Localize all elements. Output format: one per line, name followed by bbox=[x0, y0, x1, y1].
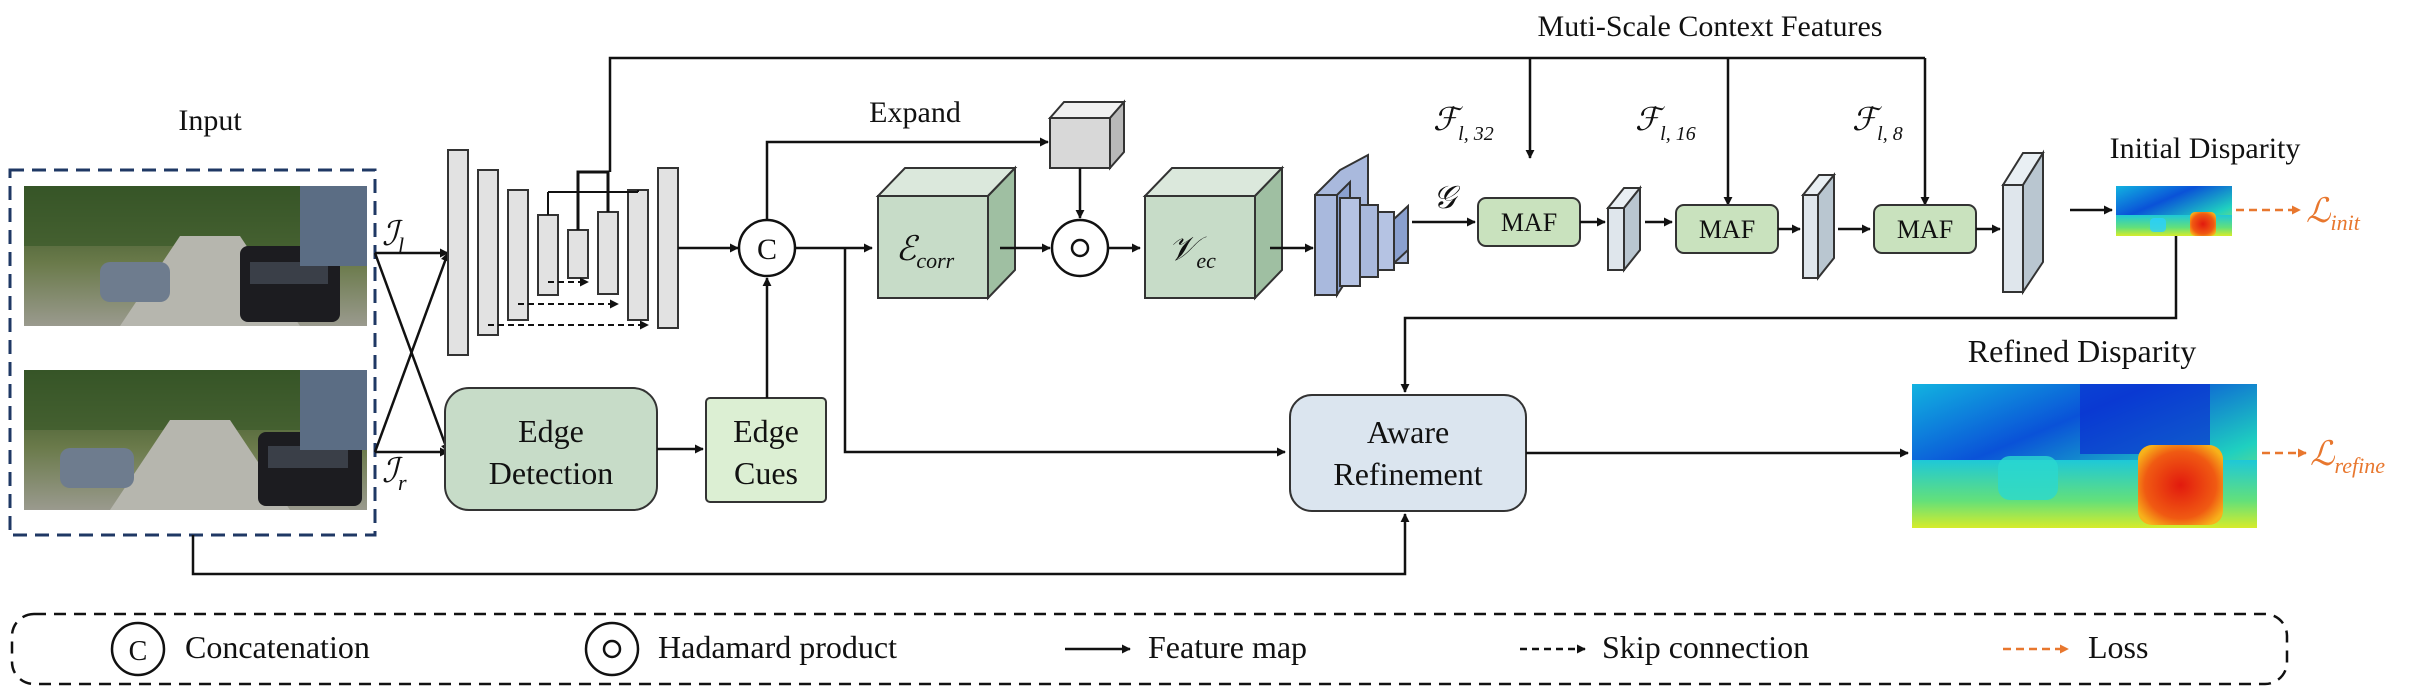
arrow-concat-refinement bbox=[843, 248, 1286, 457]
legend-feature-map: Feature map bbox=[1065, 629, 1307, 665]
expand-cube bbox=[1047, 99, 1127, 171]
legend-box bbox=[10, 612, 2289, 686]
legend-skip: Skip connection bbox=[1520, 629, 1809, 665]
left-image bbox=[24, 186, 367, 326]
loss-refine-label: ℒrefine bbox=[2310, 436, 2385, 478]
initial-disparity-map bbox=[2116, 186, 2232, 236]
f16-label: ℱl, 16 bbox=[1635, 101, 1696, 145]
encoder-decoder bbox=[447, 149, 679, 356]
refined-disparity-title: Refined Disparity bbox=[1968, 333, 2196, 369]
input-title: Input bbox=[178, 104, 242, 137]
maf-block-3: MAF bbox=[1873, 204, 1977, 254]
g-feature-stack bbox=[1314, 153, 1409, 299]
loss-init-label: ℒinit bbox=[2306, 193, 2361, 235]
f8-label: ℱl, 8 bbox=[1852, 101, 1903, 145]
context-feature-lines bbox=[608, 56, 1930, 206]
arrow-init-to-refinement bbox=[1400, 236, 2178, 393]
edge-detection-block: Edge Detection bbox=[444, 387, 658, 511]
e-corr-label: ℰcorr bbox=[896, 231, 955, 273]
legend-hadamard: Hadamard product bbox=[584, 621, 897, 677]
svg-text:C: C bbox=[129, 636, 148, 667]
arrow-input-refinement bbox=[191, 513, 1410, 576]
expand-label: Expand bbox=[869, 96, 961, 129]
unet-skip-connections bbox=[488, 170, 649, 330]
svg-text:Hadamard product: Hadamard product bbox=[658, 629, 897, 665]
svg-text:Concatenation: Concatenation bbox=[185, 629, 370, 665]
initial-disparity-title: Initial Disparity bbox=[2110, 132, 2301, 165]
g-label: 𝒢 bbox=[1433, 179, 1461, 215]
e-corr-volume bbox=[875, 165, 1018, 301]
svg-text:Skip connection: Skip connection bbox=[1602, 629, 1809, 665]
feature-slab-3 bbox=[2001, 149, 2045, 296]
svg-text:MAF: MAF bbox=[1501, 208, 1557, 237]
f32-label: ℱl, 32 bbox=[1433, 101, 1494, 145]
refined-disparity-map bbox=[1912, 384, 2257, 528]
svg-text:Detection: Detection bbox=[489, 455, 613, 491]
hadamard-node bbox=[1050, 218, 1110, 278]
concat-node: C bbox=[737, 218, 797, 278]
v-ec-volume bbox=[1142, 165, 1285, 301]
legend-loss: Loss bbox=[2003, 629, 2148, 665]
symbol-i-left: ℐl bbox=[382, 216, 404, 258]
feature-slab-2 bbox=[1800, 172, 1837, 281]
svg-text:Edge: Edge bbox=[518, 413, 584, 449]
v-ec-label: 𝒱ec bbox=[1168, 231, 1216, 273]
maf-block-2: MAF bbox=[1675, 204, 1779, 254]
arrow-expand bbox=[765, 137, 1049, 220]
svg-text:Refinement: Refinement bbox=[1333, 456, 1482, 492]
edge-cues-block: Edge Cues bbox=[705, 397, 827, 503]
right-image bbox=[24, 370, 367, 510]
svg-text:Aware: Aware bbox=[1367, 414, 1449, 450]
svg-text:Cues: Cues bbox=[734, 455, 798, 491]
svg-text:Edge: Edge bbox=[733, 413, 799, 449]
svg-text:C: C bbox=[757, 233, 777, 266]
svg-text:Loss: Loss bbox=[2088, 629, 2148, 665]
svg-text:MAF: MAF bbox=[1897, 215, 1953, 244]
aware-refinement-block: Aware Refinement bbox=[1289, 394, 1527, 512]
maf-block-1: MAF bbox=[1477, 197, 1581, 247]
multi-scale-label: Muti-Scale Context Features bbox=[1538, 10, 1883, 43]
svg-text:MAF: MAF bbox=[1699, 215, 1755, 244]
symbol-i-right: ℐr bbox=[382, 453, 407, 495]
legend-concat: C Concatenation bbox=[110, 621, 370, 677]
svg-text:Feature map: Feature map bbox=[1148, 629, 1307, 665]
input-arrows bbox=[373, 248, 450, 457]
feature-slab-1 bbox=[1605, 185, 1643, 273]
